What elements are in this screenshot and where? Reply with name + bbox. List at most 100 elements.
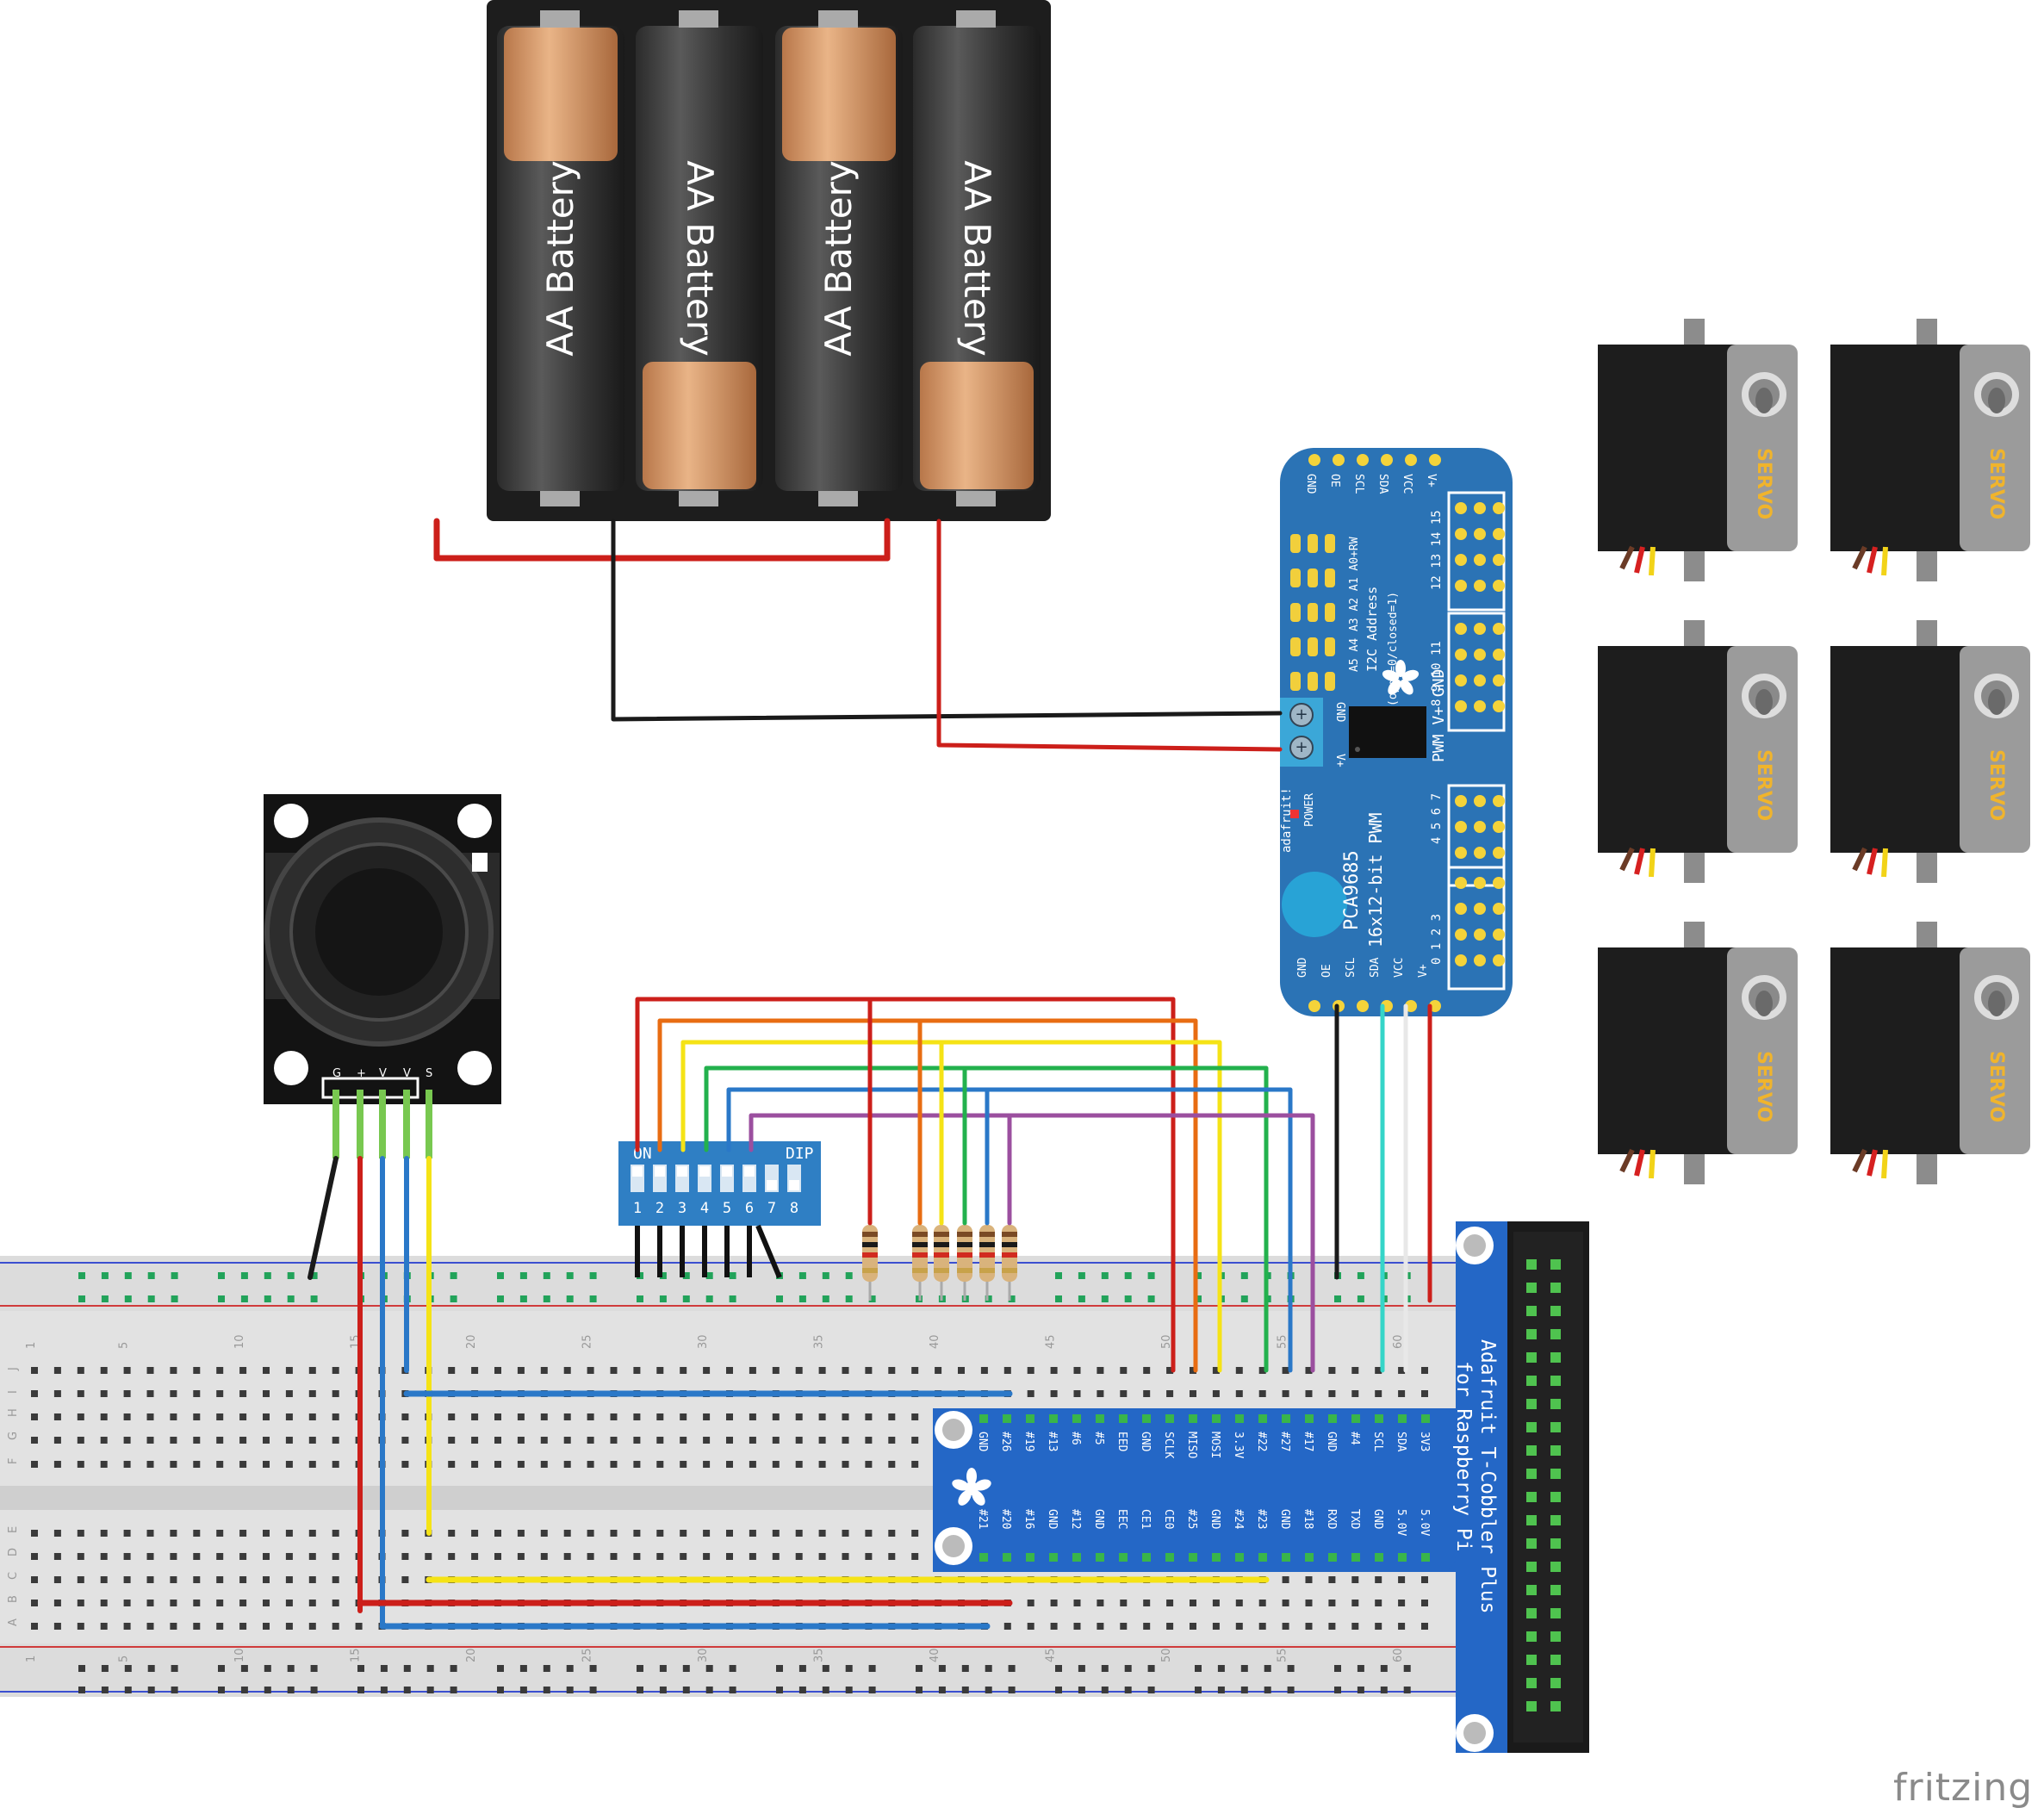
breadboard-hole [332,1553,339,1560]
breadboard-hole [31,1530,38,1537]
breadboard-hole [123,1367,131,1374]
resistor-band [912,1232,928,1237]
breadboard-hole [1282,1576,1289,1583]
cobbler-pin-label: #24 [1232,1509,1245,1530]
breadboard-hole [865,1437,873,1444]
header-pin [1474,821,1486,833]
servo-motor: SERVO [1598,922,1798,1184]
dip-toggle-knob [655,1166,665,1177]
breadboard-hole [749,1461,756,1468]
header-pin [1333,454,1345,466]
breadboard-hole [1421,1576,1428,1583]
cobbler-pin [1165,1414,1174,1423]
joystick-pin [403,1090,410,1159]
brand-label: adafruit! [1280,787,1294,853]
breadboard-hole [380,1687,388,1693]
cobbler-pin [1305,1553,1314,1562]
address-pad [1325,672,1335,691]
breadboard-hole [448,1553,456,1560]
breadboard-hole [1124,1665,1132,1672]
breadboard-hole [31,1576,38,1583]
address-pad [1308,568,1318,587]
breadboard-hole [170,1437,177,1444]
breadboard-hole [100,1553,108,1560]
header-pin [1474,954,1486,966]
breadboard-hole [563,1553,571,1560]
address-pad-labels: A5 A4 A3 A2 A1 A0+RW [1348,537,1361,672]
cobbler-pin [1282,1414,1290,1423]
breadboard-hole [1305,1600,1313,1606]
gpio-header-pin [1526,1585,1537,1595]
address-pad [1290,534,1301,553]
breadboard-hole [566,1665,574,1672]
breadboard-hole [1328,1390,1336,1397]
breadboard-hole [77,1413,84,1420]
servo-label: SERVO [1985,448,2007,519]
column-number: 35 [813,1334,826,1349]
cobbler-pin [1351,1553,1360,1562]
battery-terminal [540,10,580,28]
breadboard-hole [263,1576,270,1583]
row-letter: D [7,1548,20,1556]
resistor [934,1215,949,1301]
dip-toggle-knob [632,1166,643,1177]
cobbler-pin-label: GND [1092,1509,1105,1530]
breadboard-hole [633,1413,641,1420]
breadboard-hole [633,1553,641,1560]
rail-hole [1078,1295,1085,1302]
rail-hole [1124,1295,1132,1302]
resistor [862,1215,878,1301]
breadboard-hole [77,1623,84,1630]
breadboard-hole [263,1600,270,1606]
breadboard-hole [285,1437,293,1444]
breadboard-hole [170,1623,177,1630]
resistor-band [862,1242,878,1247]
cobbler-pin [1119,1414,1128,1423]
breadboard-hole [53,1413,61,1420]
column-number: 45 [1045,1648,1058,1662]
breadboard-hole [216,1600,224,1606]
breadboard-hole [888,1413,896,1420]
column-number: 20 [465,1334,478,1349]
resistor-band [912,1242,928,1247]
gpio-header-pin [1550,1701,1561,1711]
header-pin [1493,795,1505,807]
rail-hole [497,1295,504,1302]
cobbler-pin [1142,1414,1151,1423]
dip-position-label: 5 [723,1200,731,1217]
header-pin [1455,847,1467,859]
breadboard-hole [332,1600,339,1606]
breadboard-hole [1380,1665,1388,1672]
column-number: 10 [233,1334,246,1349]
breadboard-hole [985,1687,992,1693]
cobbler-pin-label: #13 [1046,1432,1059,1451]
breadboard-hole [78,1687,85,1693]
breadboard-hole [1235,1623,1243,1630]
breadboard-hole [776,1665,783,1672]
rail-hole [124,1272,132,1279]
breadboard-hole [637,1665,643,1672]
rail-hole [147,1272,155,1279]
breadboard-hole [1351,1600,1359,1606]
resistor [979,1215,995,1301]
cobbler-pin-label: #4 [1348,1432,1361,1445]
column-number: 40 [929,1334,941,1349]
cobbler-pin [1398,1553,1407,1562]
resistor [912,1215,928,1301]
dip-toggle-knob [722,1166,732,1177]
breadboard-hole [1124,1687,1132,1693]
breadboard-hole [818,1367,826,1374]
rail-hole [147,1295,155,1302]
header-pin [1474,903,1486,915]
address-pad [1325,534,1335,553]
gpio-header-pin [1550,1631,1561,1642]
breadboard-hole [285,1600,293,1606]
breadboard-hole [471,1461,479,1468]
cobbler-pin [1189,1414,1197,1423]
wire-battery-negative [611,519,1283,722]
dip-toggle-knob [699,1166,710,1177]
column-number: 60 [1392,1334,1405,1349]
breadboard-hole [610,1530,618,1537]
servo-motor: SERVO [1598,620,1798,883]
